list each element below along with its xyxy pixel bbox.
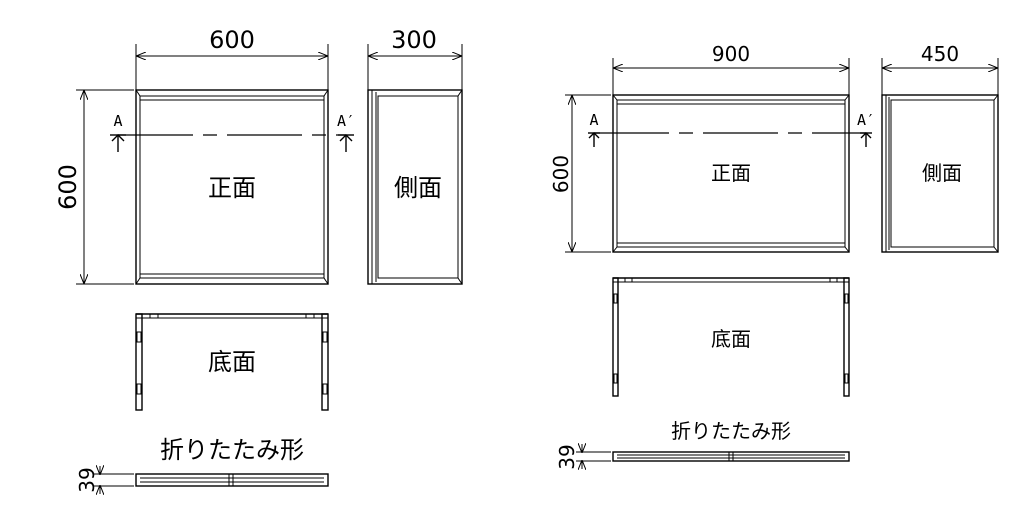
- large-section-marker-a: A: [588, 111, 600, 147]
- large-depth-dimension-label: 450: [921, 42, 959, 66]
- small-height-dimension-label: 600: [54, 164, 82, 210]
- small-height-dimension: 600: [54, 89, 134, 285]
- small-bottom-label: 底面: [208, 348, 256, 376]
- small-front-label: 正面: [208, 174, 256, 202]
- small-front-view: 正面: [118, 89, 346, 285]
- large-width-dimension: 900: [612, 42, 850, 96]
- small-side-view: 側面: [367, 89, 463, 285]
- large-side-label: 側面: [922, 161, 962, 185]
- small-section-a-prime-label: A′: [337, 112, 355, 130]
- small-section-marker-a: A: [110, 112, 126, 152]
- large-bottom-view: 底面: [612, 277, 850, 397]
- small-fold-dimension-label: 39: [75, 467, 99, 492]
- large-section-a-label: A: [589, 111, 598, 129]
- large-width-dimension-label: 900: [712, 42, 750, 66]
- large-section-marker-a-prime: A′: [857, 111, 875, 147]
- small-side-label: 側面: [394, 174, 442, 202]
- small-model-drawing: 600 300 600 正面: [54, 26, 463, 494]
- large-model-drawing: 900 450 600 正面: [549, 42, 999, 470]
- small-bottom-view: 底面: [135, 313, 329, 411]
- large-fold-dimension-label: 39: [555, 444, 579, 469]
- small-width-dimension-label: 600: [209, 26, 255, 54]
- large-height-dimension-label: 600: [549, 155, 573, 193]
- large-section-a-prime-label: A′: [857, 111, 875, 129]
- small-width-dimension: 600: [135, 26, 329, 92]
- small-folded-label: 折りたたみ形: [160, 436, 304, 464]
- small-folded-view: 折りたたみ形 39: [75, 436, 329, 494]
- large-bottom-label: 底面: [711, 327, 751, 351]
- large-front-label: 正面: [711, 161, 751, 185]
- large-front-view: 正面: [594, 94, 866, 253]
- large-folded-label: 折りたたみ形: [671, 419, 791, 443]
- large-depth-dimension: 450: [881, 42, 999, 96]
- large-folded-view: 折りたたみ形 39: [555, 419, 850, 470]
- large-side-view: 側面: [881, 94, 999, 253]
- large-height-dimension: 600: [549, 94, 611, 253]
- small-section-marker-a-prime: A′: [337, 112, 355, 152]
- small-depth-dimension: 300: [367, 26, 463, 92]
- small-depth-dimension-label: 300: [391, 26, 437, 54]
- small-section-a-label: A: [113, 112, 122, 130]
